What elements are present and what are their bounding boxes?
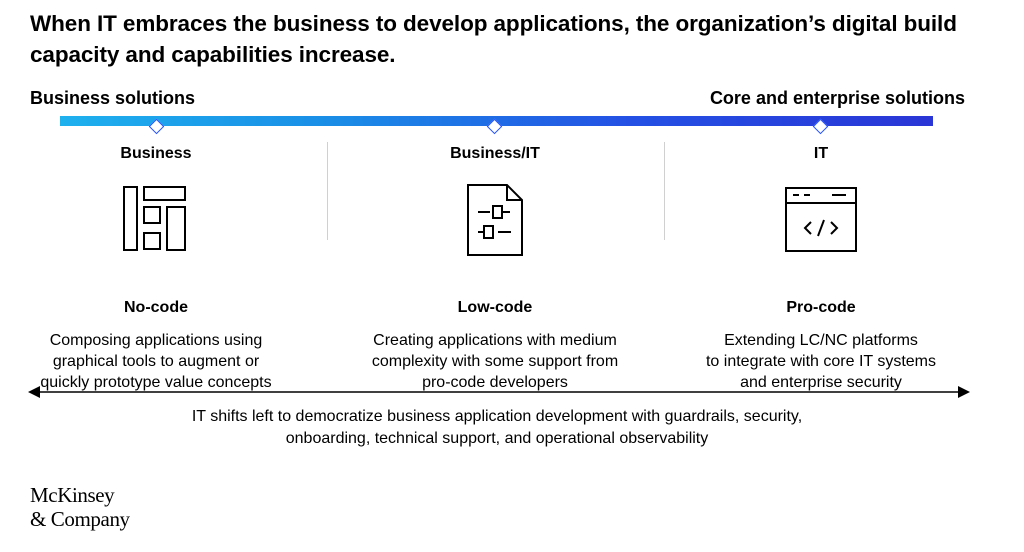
description-line: Extending LC/NC platforms xyxy=(724,332,918,349)
description-line: complexity with some support from xyxy=(371,353,619,370)
column-name: Low-code xyxy=(457,299,533,316)
logo-line: & Company xyxy=(30,507,130,531)
footer-line: IT shifts left to democratize business a… xyxy=(191,408,803,425)
layout-grid-icon xyxy=(123,186,186,251)
logo-line: McKinsey xyxy=(30,483,115,507)
column-pro-code: IT Pro-code Extending LC/NC platforms to… xyxy=(676,140,966,393)
spectrum-left-label: Business solutions xyxy=(30,88,196,108)
column-description: Composing applications using graphical t… xyxy=(11,330,301,393)
column-no-code: Business No-code Composing applications … xyxy=(11,140,301,393)
description-line: and enterprise security xyxy=(740,374,902,391)
description-line: to integrate with core IT systems xyxy=(705,353,936,370)
column-header: Business xyxy=(120,145,192,162)
document-components-icon xyxy=(467,184,523,256)
mckinsey-logo: McKinsey & Company xyxy=(30,483,130,531)
spectrum-right-label: Core and enterprise solutions xyxy=(709,88,965,108)
column-divider xyxy=(327,142,328,240)
description-line: Creating applications with medium xyxy=(373,332,617,349)
column-description: Creating applications with medium comple… xyxy=(350,330,640,393)
code-window-icon xyxy=(785,187,857,252)
description-line: quickly prototype value concepts xyxy=(40,374,272,391)
column-description: Extending LC/NC platforms to integrate w… xyxy=(676,330,966,393)
footer-line: onboarding, technical support, and opera… xyxy=(285,430,709,447)
description-line: graphical tools to augment or xyxy=(52,353,260,370)
description-line: pro-code developers xyxy=(422,374,568,391)
chart-title: When IT embraces the business to develop… xyxy=(30,11,957,67)
column-header: IT xyxy=(813,145,829,162)
column-header: Business/IT xyxy=(450,145,540,162)
column-name: Pro-code xyxy=(786,299,856,316)
column-divider xyxy=(664,142,665,240)
column-low-code: Business/IT Low-code Creating applicatio… xyxy=(350,140,640,393)
column-name: No-code xyxy=(124,299,188,316)
double-headed-arrow xyxy=(28,386,970,398)
footer-caption: IT shifts left to democratize business a… xyxy=(100,406,894,450)
description-line: Composing applications using xyxy=(49,332,263,349)
